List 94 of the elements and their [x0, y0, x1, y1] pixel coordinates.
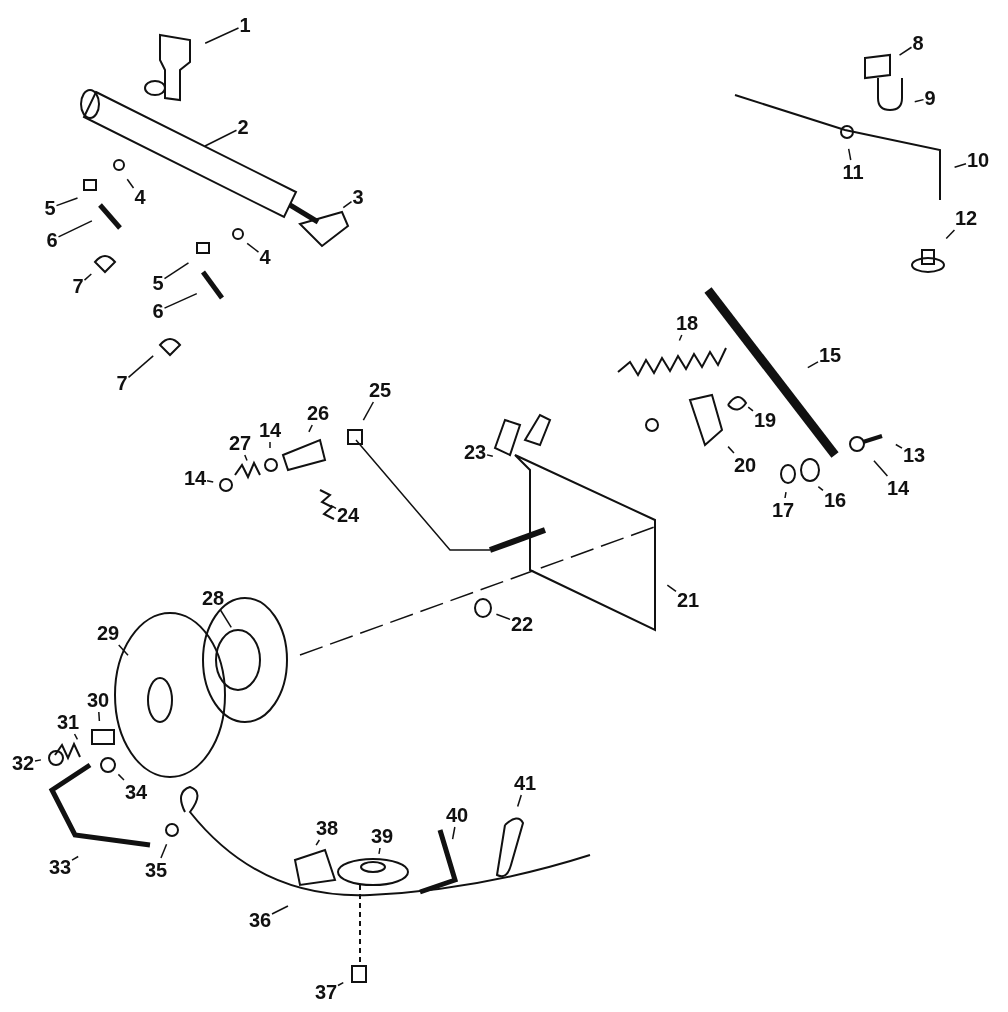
callout-number: 38: [316, 817, 339, 839]
leader-line: [945, 229, 956, 240]
callout-number: 11: [842, 161, 864, 183]
leader-line: [337, 981, 345, 987]
leader-line: [342, 201, 353, 209]
callout-number: 37: [315, 981, 338, 1003]
callout-number: 1: [239, 14, 251, 36]
callout-number: 20: [734, 454, 757, 476]
callout-number: 40: [446, 804, 469, 826]
callout-number: 28: [202, 587, 225, 609]
leader-line: [73, 733, 79, 740]
leader-line: [495, 613, 511, 621]
callout-number: 31: [57, 711, 80, 733]
leader-line: [204, 129, 238, 147]
callout-number: 34: [125, 781, 148, 803]
callout-number: 6: [46, 229, 58, 251]
leader-line: [817, 485, 824, 492]
callout-number: 21: [677, 589, 700, 611]
callout-number: 9: [924, 87, 936, 109]
callout-number: 7: [116, 372, 128, 394]
leader-line: [269, 441, 271, 449]
leader-line: [118, 644, 129, 657]
callout-number: 7: [72, 275, 84, 297]
leader-line: [784, 491, 787, 499]
callout-number: 6: [152, 300, 164, 322]
callout-number: 5: [44, 197, 56, 219]
leader-line: [271, 905, 289, 915]
callout-number: 4: [259, 246, 271, 268]
leader-line: [486, 454, 494, 458]
leader-line: [953, 163, 967, 169]
leader-line: [678, 334, 683, 342]
leader-line: [727, 445, 735, 454]
callout-number: 8: [912, 32, 924, 54]
callout-number: 39: [371, 825, 394, 847]
leader-line: [747, 406, 754, 412]
leader-line: [315, 839, 321, 846]
callout-number: 35: [145, 859, 168, 881]
leader-line: [57, 220, 93, 238]
leader-line: [330, 504, 337, 510]
callout-number: 2: [237, 116, 249, 138]
leader-line: [914, 98, 925, 103]
callout-number: 36: [249, 909, 272, 931]
leader-line: [127, 355, 154, 379]
callout-number: 24: [337, 504, 360, 526]
callout-number: 14: [184, 467, 207, 489]
callout-number: 13: [903, 444, 926, 466]
leader-line: [362, 401, 375, 421]
callout-number: 10: [967, 149, 990, 171]
leader-line: [308, 424, 313, 433]
leader-line: [71, 855, 79, 861]
callout-number: 27: [229, 432, 252, 454]
callout-number: 33: [49, 856, 72, 878]
callout-number: 22: [511, 613, 534, 635]
leader-line: [126, 178, 135, 189]
callout-number: 16: [824, 489, 847, 511]
leader-line: [219, 609, 232, 629]
leader-line: [160, 843, 168, 859]
leader-line: [898, 46, 913, 56]
leader-line: [98, 711, 101, 722]
callout-number: 12: [955, 207, 978, 229]
leader-line: [55, 197, 79, 207]
leader-line: [206, 479, 214, 483]
leader-line: [666, 584, 677, 593]
callout-number: 14: [887, 477, 910, 499]
leader-line: [117, 773, 125, 781]
callout-number: 25: [369, 379, 392, 401]
leader-line: [873, 460, 889, 477]
callout-number: 41: [514, 772, 537, 794]
callout-number: 29: [97, 622, 120, 644]
callout-number: 32: [12, 752, 35, 774]
leader-line: [246, 242, 260, 253]
callout-number: 15: [819, 344, 842, 366]
leader-line: [163, 262, 190, 280]
leader-line: [163, 292, 198, 309]
leader-line: [378, 847, 381, 855]
leader-line: [244, 454, 248, 462]
callout-number: 18: [676, 312, 699, 334]
callout-number: 4: [134, 186, 146, 208]
leader-line: [895, 443, 903, 449]
callout-number: 30: [87, 689, 110, 711]
callout-number: 17: [772, 499, 795, 521]
leader-line: [34, 759, 42, 762]
leader-line: [807, 361, 819, 369]
callout-number: 3: [352, 186, 364, 208]
leader-line: [451, 826, 456, 840]
callout-number: 23: [464, 441, 487, 463]
callout-number: 19: [754, 409, 777, 431]
leader-line: [83, 273, 93, 281]
leader-line: [516, 794, 522, 808]
callout-number: 26: [307, 402, 330, 424]
leader-line: [847, 148, 852, 161]
leader-line: [204, 27, 240, 44]
callout-number: 5: [152, 272, 164, 294]
callout-number: 14: [259, 419, 282, 441]
